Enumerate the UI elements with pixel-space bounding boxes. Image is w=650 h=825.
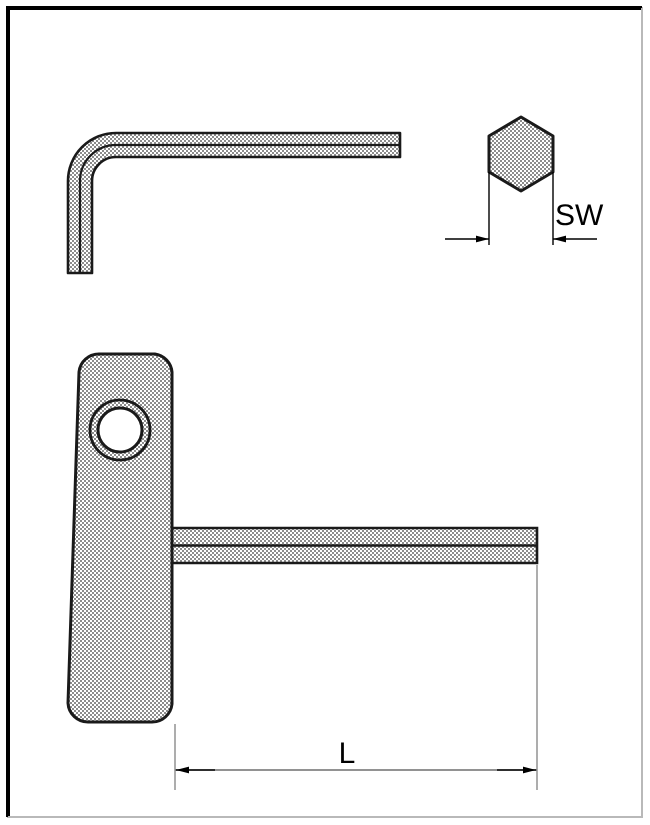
l-dimension: L <box>174 565 538 790</box>
l-dimension-label: L <box>339 737 356 770</box>
hex-section-view: SW <box>445 115 604 245</box>
sw-dimension: SW <box>445 199 604 243</box>
sw-dimension-label: SW <box>555 199 604 232</box>
hanging-hole-outer-ring <box>88 398 152 462</box>
l-key-center-line <box>78 143 400 273</box>
t-handle-view <box>66 352 539 724</box>
hexagon-cross-section <box>487 115 555 193</box>
hanging-hole <box>96 406 144 454</box>
l-key-view <box>66 131 402 275</box>
